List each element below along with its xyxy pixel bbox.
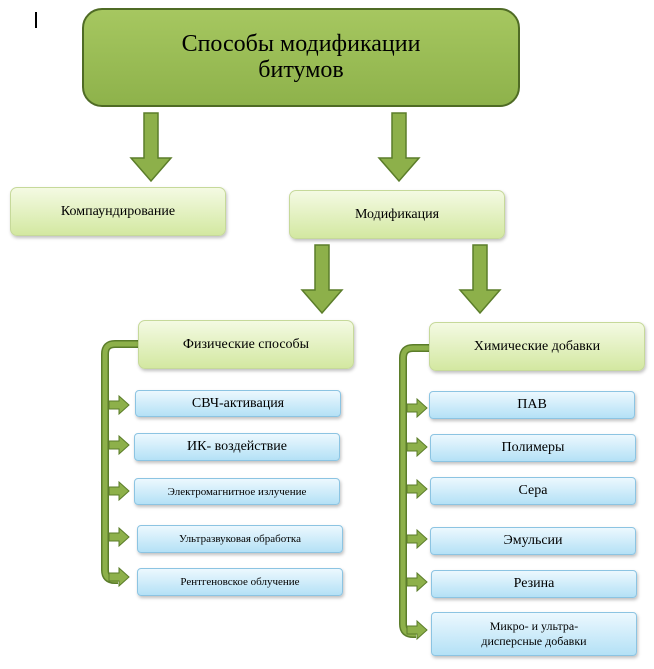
physical-item-label: Электромагнитное излучение [167, 485, 307, 498]
physical-item: Электромагнитное излучение [134, 478, 340, 505]
physical-item-label: Ультразвуковая обработка [179, 533, 301, 545]
arrow-root-to-modification [377, 112, 421, 183]
text-cursor [35, 12, 37, 28]
chemical-item: Полимеры [430, 434, 636, 462]
chemical-item-label: ПАВ [517, 397, 547, 412]
chemical-item: Резина [431, 570, 637, 598]
physical-item-label: Рентгеновское облучение [180, 576, 300, 588]
node-modification: Модификация [289, 190, 505, 239]
node-chemical-additives: Химические добавки [429, 322, 645, 371]
chemical-branch-arrows [406, 397, 428, 641]
physical-title: Физические способы [182, 336, 310, 352]
arrow-modification-to-chemical [458, 244, 502, 315]
root-title: Способы модификации битумов [181, 31, 421, 83]
node-physical-methods: Физические способы [138, 320, 354, 369]
physical-item-label: СВЧ-активация [191, 395, 285, 411]
arrow-modification-to-physical [300, 244, 344, 315]
physical-item: ИК- воздействие [134, 433, 340, 461]
root-node: Способы модификации битумов [82, 8, 520, 107]
node-compounding: Компаундирование [10, 187, 226, 236]
bracket-physical [101, 340, 140, 584]
chemical-item-label: Микро- и ультра- дисперсные добавки [481, 619, 587, 648]
physical-item: Ультразвуковая обработка [137, 525, 343, 553]
physical-item-label: ИК- воздействие [187, 439, 287, 454]
physical-item: СВЧ-активация [135, 390, 341, 417]
chemical-item-label: Сера [518, 483, 548, 498]
chemical-item: Микро- и ультра- дисперсные добавки [431, 612, 637, 656]
arrow-root-to-compounding [129, 112, 173, 183]
modification-label: Модификация [354, 206, 440, 222]
physical-item: Рентгеновское облучение [137, 568, 343, 596]
chemical-item-label: Резина [513, 576, 555, 591]
chemical-title: Химические добавки [473, 338, 601, 354]
physical-branch-arrows [108, 394, 130, 588]
chemical-item: ПАВ [429, 391, 635, 419]
chemical-item-label: Эмульсии [503, 533, 563, 548]
chemical-item: Эмульсии [430, 527, 636, 555]
compounding-label: Компаундирование [60, 203, 176, 219]
chemical-item: Сера [430, 477, 636, 505]
chemical-item-label: Полимеры [501, 440, 565, 455]
